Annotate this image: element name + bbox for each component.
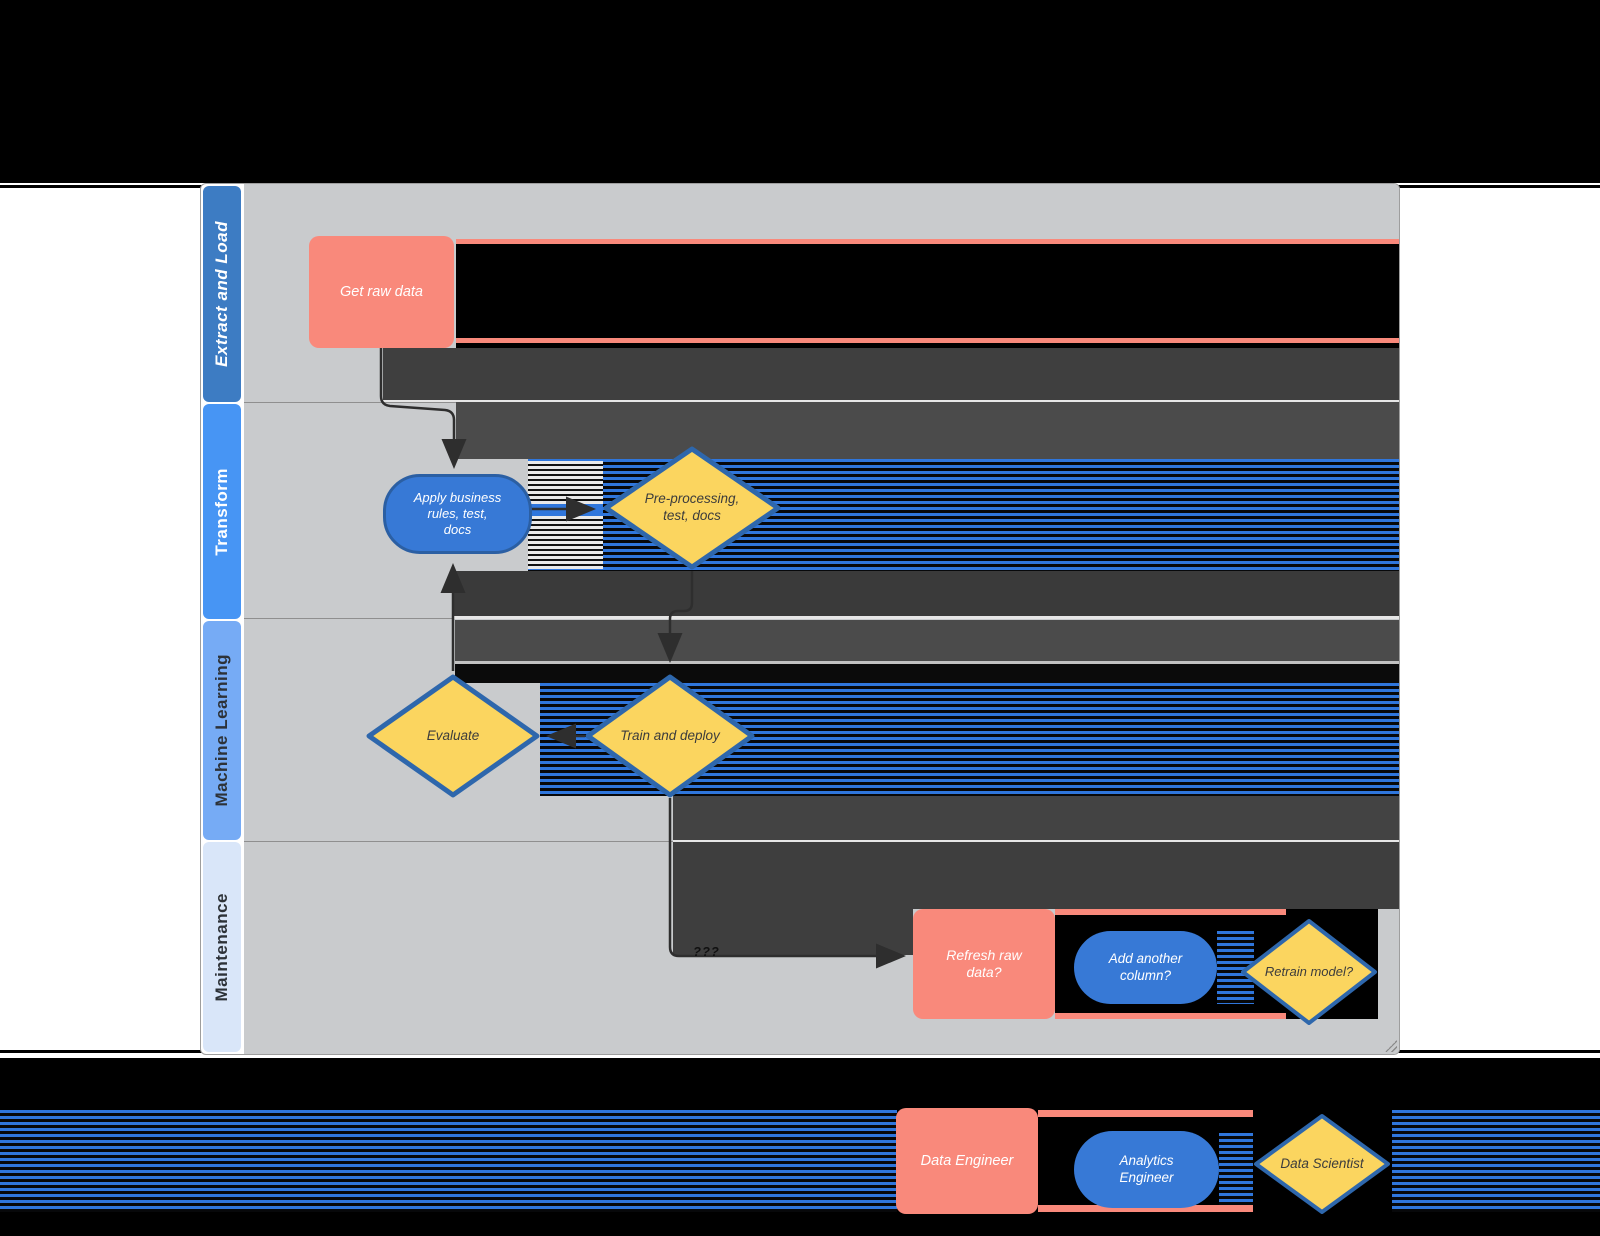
lane-bar-maintenance: Maintenance xyxy=(203,842,241,1052)
overlay-salmon-strip xyxy=(1055,1013,1286,1019)
resize-handle-icon xyxy=(1385,1040,1397,1052)
connector-get-raw-to-apply xyxy=(379,348,467,469)
node-retrain-model-label: Retrain model? xyxy=(1264,963,1354,979)
node-refresh-raw-data: Refresh raw data? xyxy=(913,909,1055,1019)
lane-bar-machine-learning: Machine Learning xyxy=(203,621,241,840)
legend-data-engineer-label: Data Engineer xyxy=(920,1152,1014,1169)
overlay-band-dark xyxy=(383,348,1399,402)
legend-analytics-engineer: Analytics Engineer xyxy=(1074,1131,1219,1208)
node-retrain-model: Retrain model? xyxy=(1240,918,1378,1026)
node-evaluate: Evaluate xyxy=(366,674,540,798)
node-apply-business-rules-label: Apply business rules, test, docs xyxy=(413,489,502,538)
node-add-another-column: Add another column? xyxy=(1074,931,1217,1004)
overlay-band-black-row1 xyxy=(456,239,1399,348)
lane-bar-extract-and-load: Extract and Load xyxy=(203,186,241,402)
node-get-raw-data-label: Get raw data xyxy=(339,283,423,300)
legend-analytics-engineer-label: Analytics Engineer xyxy=(1119,1152,1174,1185)
node-train-and-deploy-label: Train and deploy xyxy=(620,727,720,743)
legend-data-scientist: Data Scientist xyxy=(1253,1113,1391,1215)
overlay-band-dark xyxy=(453,571,1399,618)
lane-divider-highlight xyxy=(383,400,1399,402)
overlay-band-dark xyxy=(456,402,1399,459)
connector-train-to-refresh xyxy=(668,798,906,969)
node-apply-business-rules: Apply business rules, test, docs xyxy=(383,474,532,554)
overlay-band-dark xyxy=(673,909,913,955)
legend-stripe-band-left xyxy=(0,1110,897,1212)
overlay-band-dark xyxy=(455,620,1399,661)
overlay-light-line xyxy=(455,661,1399,664)
overlay-salmon-strip xyxy=(456,239,1399,244)
diamond-icon xyxy=(603,446,781,570)
lane-divider-highlight xyxy=(673,840,1399,842)
top-black-banner xyxy=(0,0,1600,183)
diamond-icon xyxy=(366,674,540,798)
diamond-icon xyxy=(585,674,755,798)
legend-data-scientist-label: Data Scientist xyxy=(1280,1155,1364,1171)
overlay-band-dark xyxy=(673,842,1399,909)
flowchart-diagram: Extract and Load Transform Machine Learn… xyxy=(200,183,1400,1055)
lane-divider-highlight xyxy=(453,616,1399,619)
node-train-and-deploy: Train and deploy xyxy=(585,674,755,798)
node-get-raw-data: Get raw data xyxy=(309,236,454,348)
overlay-salmon-strip xyxy=(1055,909,1286,915)
node-preprocessing-label: Pre-processing, test, docs xyxy=(644,491,740,523)
node-evaluate-label: Evaluate xyxy=(426,727,480,743)
node-add-another-column-label: Add another column? xyxy=(1108,950,1183,983)
node-refresh-raw-data-label: Refresh raw data? xyxy=(946,946,1022,981)
flow-connectors xyxy=(379,348,906,969)
overlay-band-dark xyxy=(673,796,1399,842)
diamond-icon xyxy=(1254,1114,1390,1214)
node-preprocessing: Pre-processing, test, docs xyxy=(603,446,781,570)
connector-preprocessing-to-train xyxy=(657,571,694,663)
lane-bar-transform: Transform xyxy=(203,404,241,619)
legend-data-engineer: Data Engineer xyxy=(896,1108,1038,1214)
overlay-band-black xyxy=(455,664,1399,683)
overlay-salmon-strip xyxy=(456,338,1399,343)
legend-salmon-strip-top xyxy=(1038,1110,1253,1117)
legend-stripe-patch xyxy=(1219,1133,1253,1205)
legend-stripe-band-right xyxy=(1392,1110,1600,1212)
question-marks-annotation: ??? xyxy=(693,944,720,959)
diamond-icon xyxy=(1241,919,1377,1025)
legend-salmon-strip-bottom xyxy=(1038,1205,1253,1212)
